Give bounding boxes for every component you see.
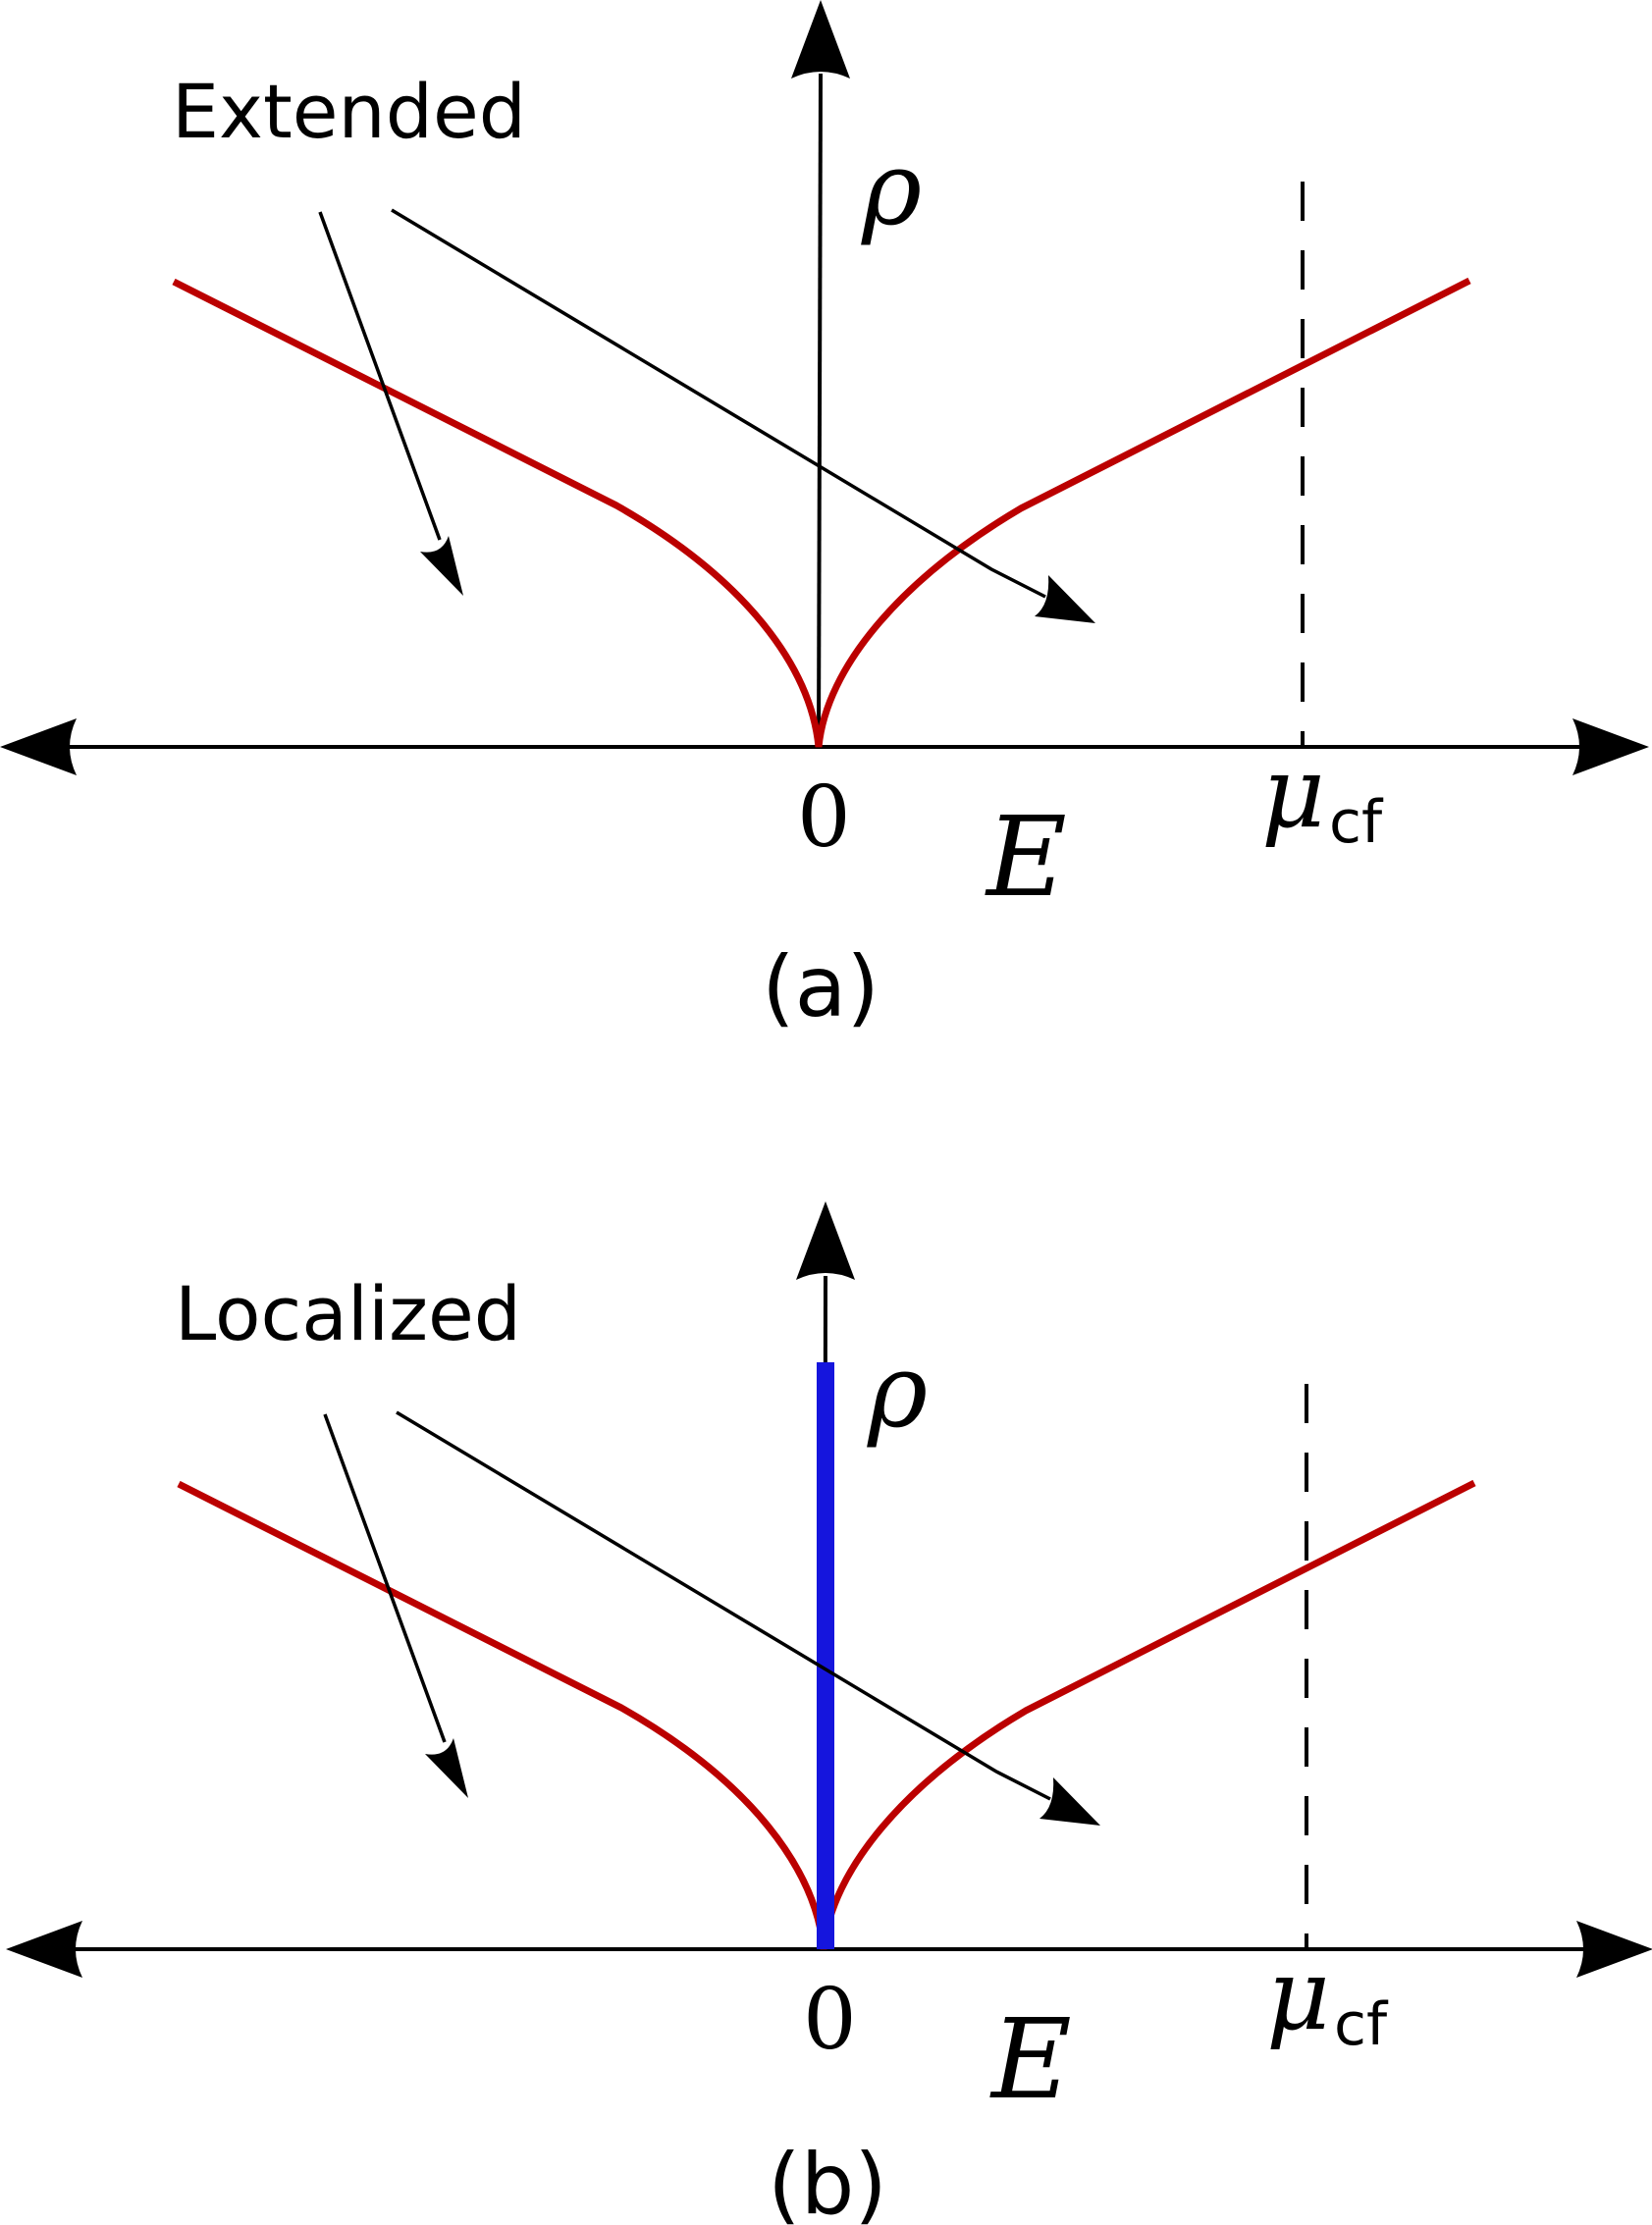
localized-states-bar-b — [817, 1362, 834, 1949]
axis-arrow-up-b — [796, 1201, 855, 1280]
x-axis-label-a: E — [985, 794, 1067, 922]
origin-label-b: 0 — [803, 1971, 857, 2069]
mu-label-a: μcf — [1261, 735, 1384, 857]
panel-a: Extended ρ 0 E μcf (a) — [0, 0, 1649, 1036]
mu-label-b: μcf — [1266, 1937, 1389, 2059]
annotation-arrowhead-2-b — [1039, 1777, 1100, 1826]
axis-arrow-right-a — [1572, 718, 1649, 775]
origin-label-a: 0 — [797, 768, 851, 867]
panel-caption-b: (b) — [768, 2136, 887, 2225]
panel-b: Localized ρ 0 E μcf (b) — [6, 1201, 1652, 2225]
mu-symbol-b: μ — [1266, 1937, 1330, 2052]
y-axis-label-b: ρ — [867, 1331, 928, 1451]
annotation-label-b: Localized — [175, 1270, 521, 1357]
panel-caption-a: (a) — [762, 938, 879, 1036]
mu-symbol-a: μ — [1261, 735, 1325, 850]
mu-subscript-a: cf — [1329, 788, 1384, 857]
x-axis-label-b: E — [989, 1996, 1072, 2124]
annotation-label-a: Extended — [172, 68, 526, 155]
annotation-arrows-b — [323, 1410, 1100, 1826]
mu-subscript-b: cf — [1334, 1990, 1389, 2059]
annotation-arrowhead-1-b — [425, 1738, 468, 1798]
annotation-arrows-a — [318, 208, 1095, 623]
axis-arrow-up-a — [791, 0, 850, 79]
energy-axis-a — [0, 718, 1649, 775]
annotation-arrowhead-2-a — [1035, 575, 1095, 623]
axis-arrow-right-b — [1576, 1921, 1652, 1978]
axis-arrow-left-a — [0, 718, 77, 775]
annotation-arrowhead-1-a — [420, 536, 463, 596]
axis-arrow-left-b — [6, 1921, 82, 1978]
y-axis-label-a: ρ — [861, 129, 922, 248]
density-of-states-curve-a — [172, 277, 1471, 748]
density-axis-a — [791, 0, 850, 748]
